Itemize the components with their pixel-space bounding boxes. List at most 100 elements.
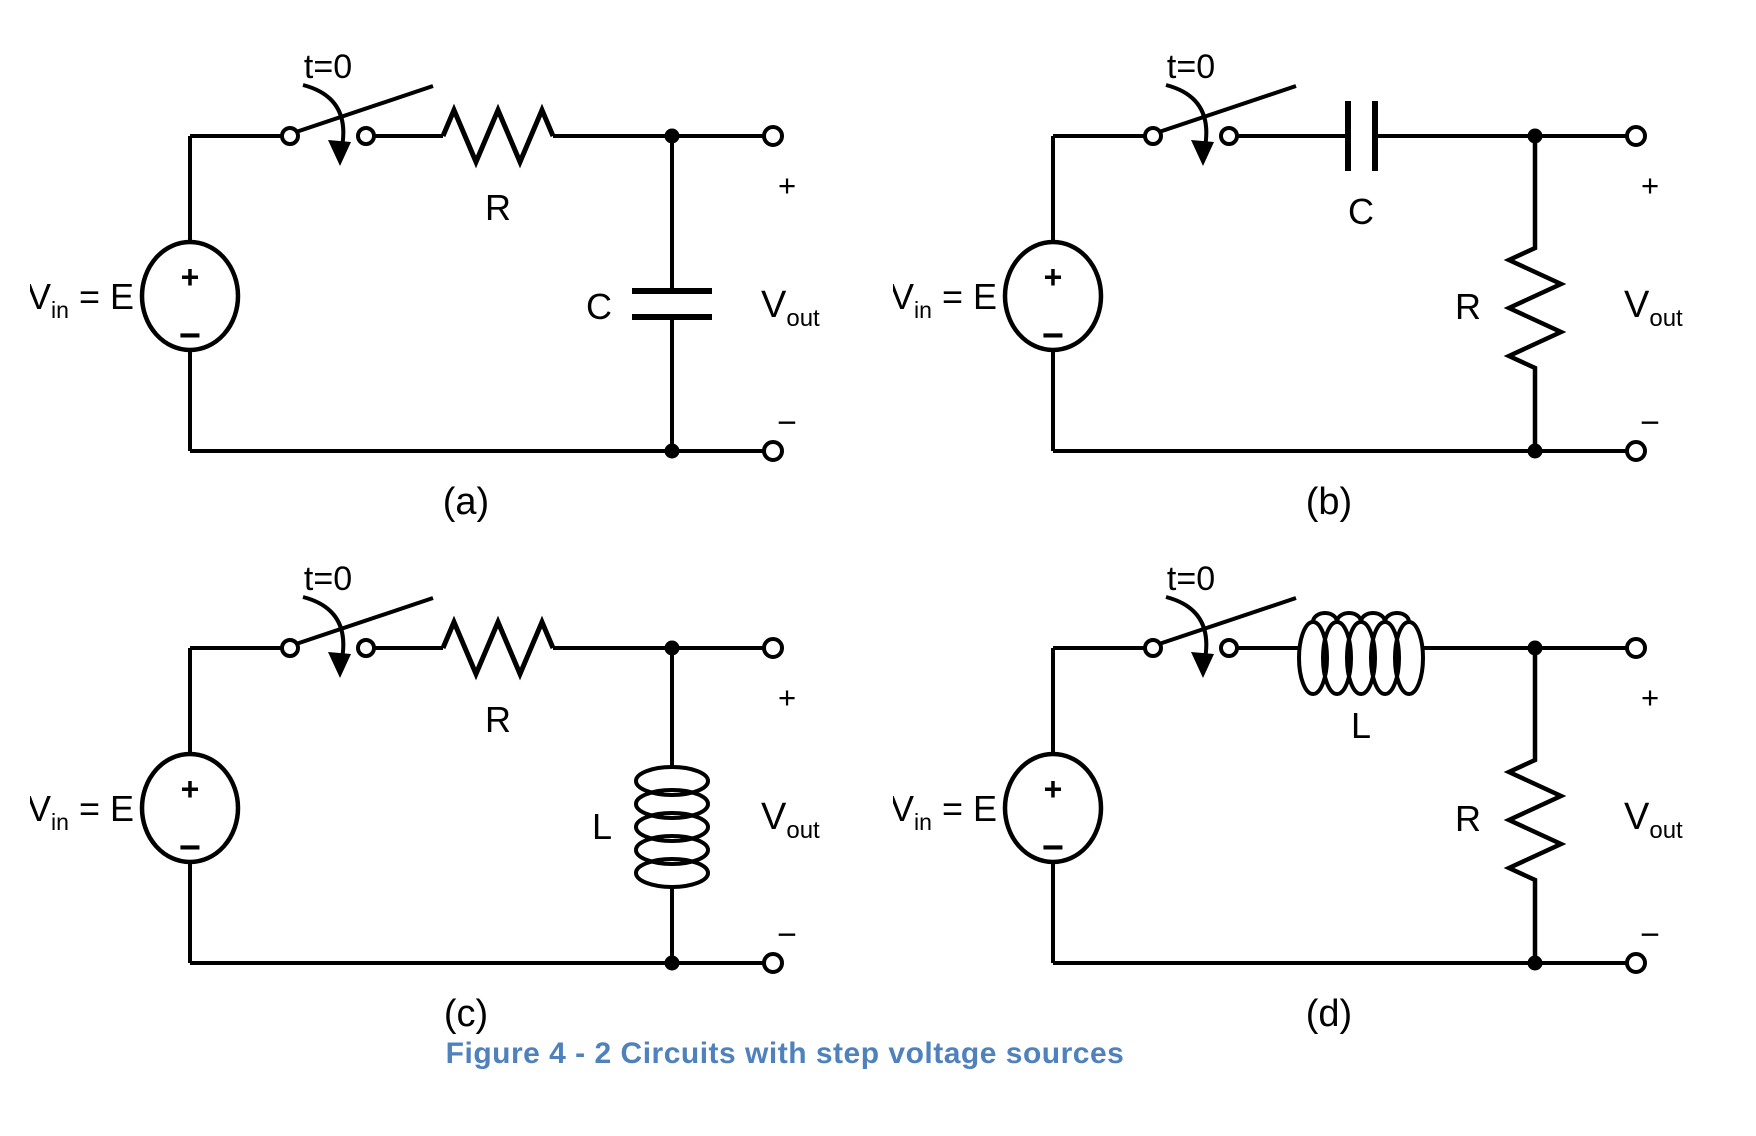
switch-arrowhead [1191, 140, 1214, 166]
switch-terminal [1143, 126, 1163, 146]
panel-label: (c) [444, 993, 488, 1035]
source-plus-sign: + [1044, 259, 1063, 295]
switch-symbol [280, 83, 434, 153]
terminal-circle [762, 125, 784, 147]
inductor-loop [634, 765, 710, 797]
vout-label: Vout [1624, 284, 1683, 332]
output-minus-sign: − [1640, 916, 1660, 954]
inductor-symbol [1297, 611, 1425, 696]
junction-dot [664, 128, 680, 144]
switch-terminal [280, 638, 300, 658]
voltage-source-circle [139, 751, 241, 865]
terminal-circle [1625, 125, 1647, 147]
circuit-grid: t=0 Vin= E + − R C Vout + − (a) [30, 36, 1756, 1053]
panel-label: (b) [1306, 481, 1352, 523]
switch-symbol [1143, 595, 1297, 665]
source-plus-sign: + [1044, 771, 1063, 807]
circuit-b: t=0 Vin= E + − C R Vout + − (b) [893, 48, 1683, 523]
circuit-d: t=0 Vin= E + − L R Vout + − (d) [893, 560, 1683, 1035]
terminal-circle [1625, 440, 1647, 462]
wire [188, 134, 764, 453]
shunt-component-label: R [1455, 286, 1481, 327]
switch-arrowhead [1191, 652, 1214, 678]
series-component-label: C [1348, 191, 1374, 232]
switch-arrowhead [328, 140, 351, 166]
switch-symbol [280, 595, 434, 665]
switch-terminal [356, 126, 376, 146]
wire [1051, 134, 1627, 453]
switch-blade [1158, 596, 1297, 646]
inductor-top-arcs [1311, 611, 1411, 623]
figure: t=0 Vin= E + − R C Vout + − (a) [0, 36, 1756, 1136]
terminal-circle [762, 952, 784, 974]
switch-terminal [280, 126, 300, 146]
terminal-circle [762, 440, 784, 462]
voltage-source-circle [1002, 751, 1104, 865]
switch-time-label: t=0 [1167, 560, 1215, 598]
inductor-loop [634, 857, 710, 889]
terminal-circle [1625, 952, 1647, 974]
output-plus-sign: + [778, 168, 796, 203]
inductor-symbol [634, 765, 710, 889]
junction-dot [664, 443, 680, 459]
inductor-loop [634, 834, 710, 866]
output-plus-sign: + [1641, 168, 1659, 203]
switch-terminal [1143, 638, 1163, 658]
switch-terminal [1219, 126, 1239, 146]
series-component-label: L [1351, 705, 1371, 746]
switch-blade [295, 84, 434, 134]
figure-caption: Figure 4 - 2 Circuits with step voltage … [445, 1037, 1125, 1070]
switch-time-label: t=0 [304, 560, 352, 598]
voltage-source-circle [139, 239, 241, 353]
capacitor-symbol [632, 288, 712, 320]
source-minus-sign: − [179, 315, 201, 357]
series-component-label: R [485, 187, 511, 228]
inductor-loop [634, 788, 710, 820]
voltage-source-symbol [1002, 751, 1104, 865]
vout-label: Vout [1624, 796, 1683, 844]
junction-dot [1527, 128, 1543, 144]
circuit-c: t=0 Vin= E + − R L Vout + − (c) [30, 560, 820, 1035]
junction-dot [664, 955, 680, 971]
voltage-source-symbol [139, 239, 241, 353]
source-minus-sign: − [179, 827, 201, 869]
voltage-source-symbol [139, 751, 241, 865]
circuit-b-wires [1051, 134, 1627, 453]
shunt-component-label: L [592, 806, 612, 847]
circuit-d-wires [1051, 646, 1627, 965]
switch-symbol [1143, 83, 1297, 153]
wire [1051, 646, 1627, 965]
inductor-loop [634, 811, 710, 843]
junction-dot [664, 640, 680, 656]
output-minus-sign: − [777, 916, 797, 954]
switch-blade [295, 596, 434, 646]
voltage-source-symbol [1002, 239, 1104, 353]
switch-time-label: t=0 [1167, 48, 1215, 86]
switch-time-label: t=0 [304, 48, 352, 86]
switch-terminal [356, 638, 376, 658]
panel-label: (a) [443, 481, 489, 523]
source-label: Vin= E [893, 788, 997, 835]
capacitor-symbol [1345, 101, 1378, 171]
source-label: Vin= E [893, 276, 997, 323]
switch-terminal [1219, 638, 1239, 658]
switch-blade [1158, 84, 1297, 134]
junction-dot [1527, 955, 1543, 971]
output-minus-sign: − [1640, 404, 1660, 442]
resistor-symbol [440, 103, 556, 169]
source-label: Vin= E [30, 276, 134, 323]
switch-arrowhead [328, 652, 351, 678]
terminal-circle [1625, 637, 1647, 659]
resistor-symbol [1503, 136, 1567, 451]
source-plus-sign: + [181, 259, 200, 295]
junction-dot [1527, 443, 1543, 459]
source-minus-sign: − [1042, 315, 1064, 357]
circuit-a: t=0 Vin= E + − R C Vout + − (a) [30, 48, 820, 523]
vout-label: Vout [761, 284, 820, 332]
output-plus-sign: + [1641, 680, 1659, 715]
resistor-symbol [440, 615, 556, 681]
series-component-label: R [485, 699, 511, 740]
source-label: Vin= E [30, 788, 134, 835]
source-plus-sign: + [181, 771, 200, 807]
output-minus-sign: − [777, 404, 797, 442]
